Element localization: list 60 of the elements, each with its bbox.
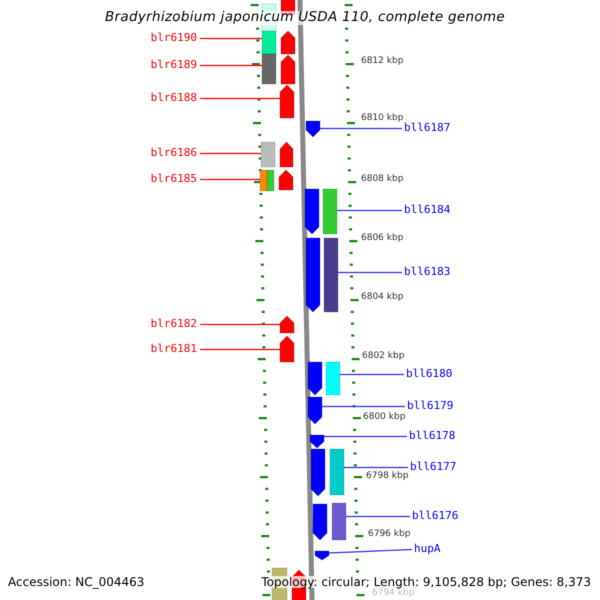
gene-label: hupA (414, 543, 440, 554)
gene-feature (308, 396, 322, 425)
gene-label: bll6178 (409, 430, 456, 441)
gene-label: bll6180 (406, 368, 452, 379)
gene-feature (262, 30, 296, 54)
scale-label: 6804 kbp (361, 293, 404, 302)
gene-label: bll6183 (404, 266, 450, 277)
gene-feature (306, 238, 338, 313)
scale-label: 6810 kbp (361, 114, 404, 123)
genome-summary-text: Topology: circular; Length: 9,105,828 bp; Genes: 8,373 (261, 576, 591, 588)
gene-label: bll6177 (410, 461, 456, 472)
leader-line (200, 38, 262, 40)
leader-line (324, 436, 407, 438)
gene-label: blr6185 (150, 173, 197, 184)
scale-label: 6794 kbp (372, 589, 414, 598)
gene-label: bll6187 (404, 122, 450, 133)
scale-label: 6796 kbp (368, 530, 410, 539)
title: Bradyrhizobium japonicum USDA 110, complete genome (105, 11, 505, 24)
leader-line (320, 128, 402, 130)
gene-feature (314, 550, 330, 561)
accession-text: Accession: NC_004463 (8, 576, 144, 588)
gene-feature (262, 54, 296, 84)
gene-feature (310, 448, 344, 497)
leader-line (200, 348, 280, 350)
gene-label: blr6181 (150, 343, 197, 354)
gene-label: blr6186 (150, 147, 197, 158)
scale-label: 6808 kbp (361, 175, 404, 184)
gene-label: bll6184 (404, 204, 450, 215)
leader-line (200, 324, 280, 326)
gene-feature (260, 141, 294, 168)
gene-feature (280, 315, 294, 334)
gene-label: blr6182 (150, 318, 197, 329)
leader-line (322, 406, 405, 408)
leader-line (200, 178, 260, 180)
leader-line (200, 152, 261, 154)
gene-label: blr6188 (150, 92, 197, 103)
scale-label: 6800 kbp (363, 413, 406, 422)
gene-feature (280, 335, 294, 362)
gene-label: blr6189 (150, 59, 197, 70)
gene-feature (306, 120, 320, 138)
scale-label: 6802 kbp (362, 352, 404, 361)
scale-label: 6812 kbp (361, 57, 404, 66)
leader-line (344, 466, 408, 468)
gene-label: bll6179 (407, 400, 454, 411)
leader-line (337, 210, 402, 212)
leader-line (200, 98, 280, 100)
gene-feature (304, 188, 338, 235)
leader-line (346, 516, 410, 518)
gene-label: blr6190 (150, 32, 197, 43)
gene-feature (312, 502, 346, 541)
leader-line (328, 548, 412, 554)
gene-feature (260, 169, 294, 192)
gene-feature (308, 362, 340, 396)
scale-label: 6806 kbp (361, 234, 404, 243)
gene-label: bll6176 (412, 510, 458, 521)
scale-label: 6798 kbp (366, 472, 408, 481)
leader-line (340, 374, 404, 376)
leader-line (200, 64, 262, 66)
leader-line (338, 272, 402, 274)
gene-feature (280, 84, 294, 118)
